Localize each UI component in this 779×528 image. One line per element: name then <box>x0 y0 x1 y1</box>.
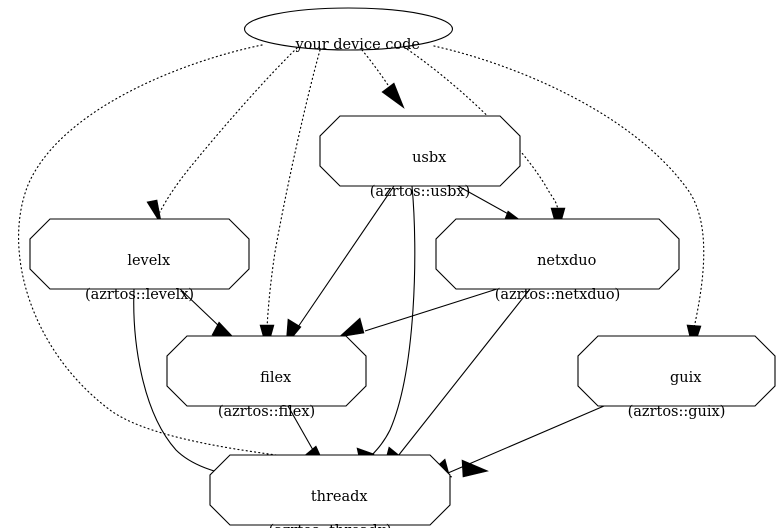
edge-device-filex <box>259 49 321 352</box>
node-guix[interactable] <box>577 335 776 407</box>
edge-guix-threadx <box>423 405 605 479</box>
node-usbx[interactable] <box>319 115 521 187</box>
edge-netxduo-filex <box>338 288 498 338</box>
edge-device-usbx <box>361 49 405 109</box>
node-threadx[interactable] <box>209 454 451 526</box>
edge-usbx-threadx <box>356 185 416 472</box>
edge-levelx-filex <box>179 288 237 341</box>
edge-device-levelx <box>146 47 298 227</box>
node-layer <box>29 7 776 526</box>
node-netxduo[interactable] <box>435 218 680 290</box>
edge-device-guix <box>433 45 705 352</box>
node-filex[interactable] <box>166 335 367 407</box>
edge-usbx-filex <box>285 185 395 346</box>
node-levelx[interactable] <box>29 218 250 290</box>
node-your-device-code[interactable] <box>243 7 454 51</box>
